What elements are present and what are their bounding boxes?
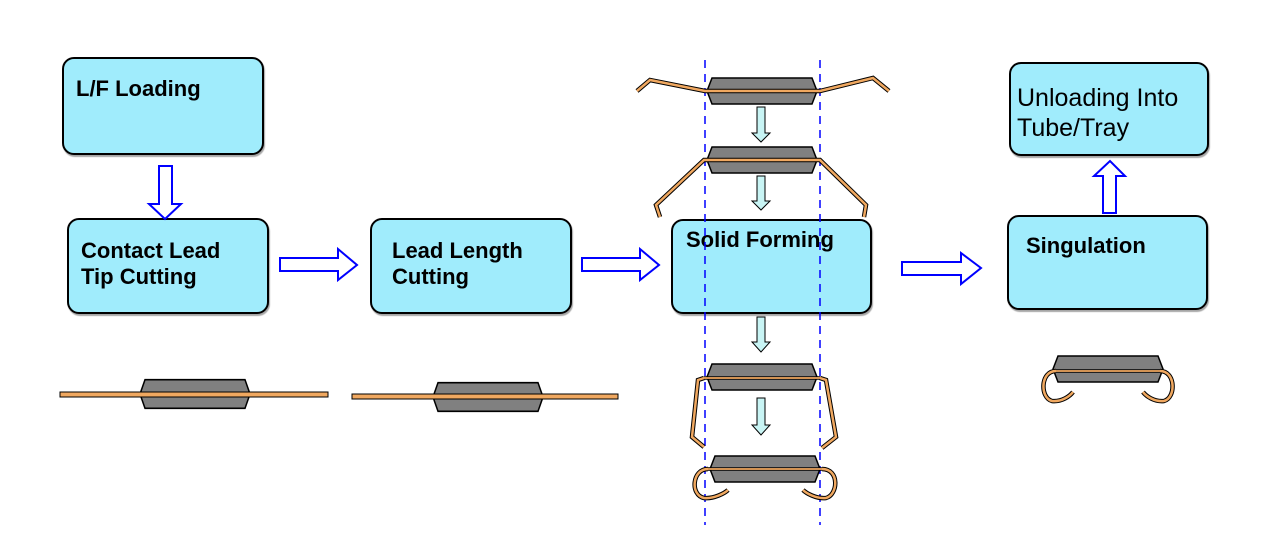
step-box-lead-length-cutting (370, 218, 572, 314)
step-label-unloading: Unloading Into Tube/Tray (1017, 84, 1179, 142)
step-label-contact-lead-tip-cutting: Contact Lead Tip Cutting (81, 238, 221, 289)
small-arrow-down-4 (750, 397, 772, 436)
package-forming-stage-2 (653, 146, 869, 218)
step-box-unloading (1009, 62, 1209, 156)
flow-arrow-up (1091, 159, 1128, 214)
flow-arrow-right-3 (901, 251, 983, 287)
package-forming-stage-3 (689, 363, 839, 450)
step-label-solid-forming: Solid Forming (686, 227, 834, 252)
package-singulated (1041, 355, 1175, 404)
step-box-singulation (1007, 215, 1208, 310)
package-straight-leads-1 (59, 378, 329, 410)
package-forming-stage-1 (635, 75, 891, 105)
package-forming-stage-4 (692, 455, 838, 501)
step-box-contact-lead-tip-cutting (67, 218, 269, 314)
small-arrow-down-1 (750, 106, 772, 143)
package-straight-leads-2 (351, 381, 619, 413)
flow-arrow-down (146, 165, 184, 221)
step-box-lf-loading (62, 57, 264, 155)
small-arrow-down-3 (750, 316, 772, 353)
small-arrow-down-2 (750, 175, 772, 211)
flow-arrow-right-2 (581, 246, 661, 283)
step-label-lead-length-cutting: Lead Length Cutting (392, 238, 523, 289)
step-label-lf-loading: L/F Loading (76, 76, 201, 101)
step-label-singulation: Singulation (1026, 233, 1146, 258)
flow-arrow-right-1 (279, 246, 359, 283)
